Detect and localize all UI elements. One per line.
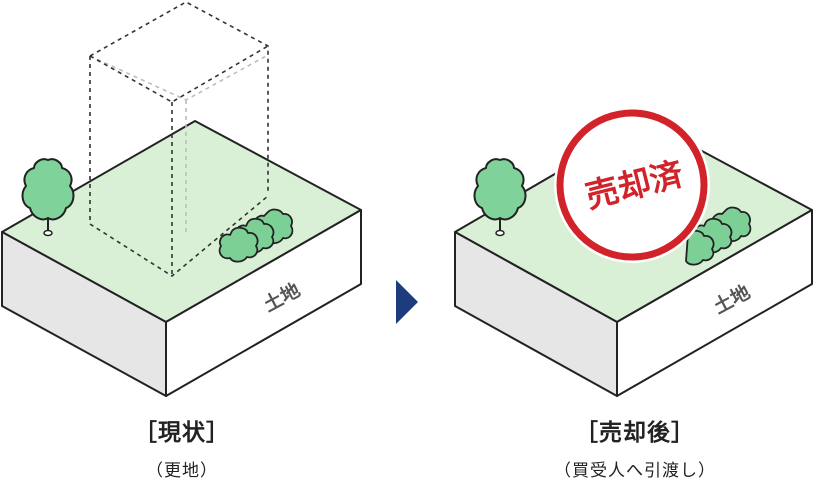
planned-building-outline: [89, 1, 269, 277]
tree-icon: [21, 158, 75, 237]
sold-stamp: 売却済: [554, 107, 710, 263]
bush-icon: [685, 206, 752, 266]
bush-icon: [218, 208, 294, 263]
land-right-face: [616, 209, 813, 397]
triangle-right-icon: [396, 280, 418, 324]
after-title: ［売却後］: [575, 420, 695, 446]
before-title: ［現状］: [134, 420, 230, 446]
before-subtitle: （更地）: [146, 461, 218, 481]
land-right-face: [165, 209, 362, 397]
after-subtitle: （買受人へ引渡し）: [554, 461, 716, 481]
tree-icon: [473, 158, 527, 237]
land-block-before: 土地: [1, 120, 362, 397]
